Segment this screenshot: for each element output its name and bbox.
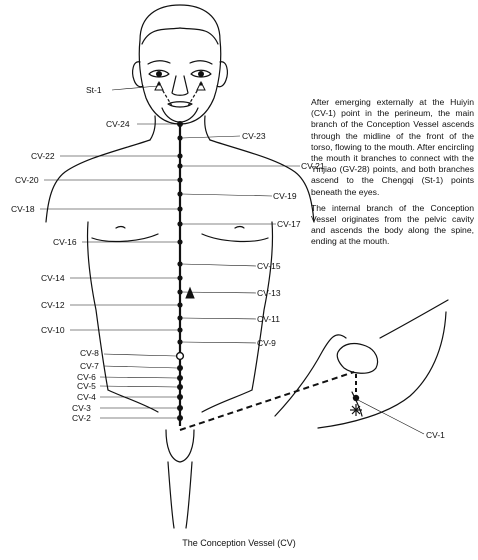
point-cv9 [177,339,183,345]
label-cv22: CV-22 [31,151,55,161]
point-cv18 [177,206,183,212]
label-cv10: CV-10 [41,325,65,335]
label-cv13: CV-13 [257,288,281,298]
internal-branch-line [179,371,355,431]
left-hip [107,389,159,413]
label-cv4: CV-4 [77,392,96,402]
left-eye [148,69,170,78]
point-cv3 [177,405,183,411]
chest-left [91,233,159,243]
point-cv15 [177,261,183,267]
right-shoulder-arm [209,139,315,223]
point-cv6 [177,375,183,381]
right-eye [190,69,212,78]
point-st1-right [199,82,203,86]
acupoints [157,82,360,421]
label-cv14: CV-14 [41,273,65,283]
label-cv6: CV-6 [77,372,96,382]
label-cv11: CV-11 [257,314,280,324]
perineum-curve [351,391,363,417]
point-cv8 [175,351,185,361]
arrow-up-icon [196,80,206,91]
label-cv8: CV-8 [80,348,99,358]
point-cv17 [177,221,183,227]
label-cv12: CV-12 [41,300,65,310]
label-cv7: CV-7 [80,361,99,371]
label-cv9: CV-9 [257,338,276,348]
point-cv23 [177,135,183,141]
point-cv20 [177,177,183,183]
right-eyebrow [189,60,213,65]
point-cv7 [177,365,183,371]
label-cv21: CV-21 [301,161,325,171]
label-cv1: CV-1 [426,430,445,440]
cv1-star-icon [350,404,362,416]
label-cv24: CV-24 [106,119,130,129]
head-outline [138,4,222,125]
pelvis-outline-left [274,334,347,417]
pelvis-cavity [336,342,379,374]
label-cv5: CV-5 [77,381,96,391]
chest-right [201,233,269,243]
pelvis-side-view [274,299,449,429]
point-st1-left [157,82,161,86]
point-cv21 [177,163,183,169]
label-cv3: CV-3 [72,403,91,413]
buttock-curve [317,311,447,429]
right-hip [201,389,253,413]
neck-left [149,115,156,141]
point-cv12 [177,302,183,308]
label-cv20: CV-20 [15,175,39,185]
left-shoulder-arm [45,139,151,223]
point-cv11 [177,315,183,321]
point-cv2 [177,415,183,421]
label-cv19: CV-19 [273,191,297,201]
left-ear [132,61,144,88]
right-nipple [234,225,245,229]
facial-branch-right [187,85,201,107]
label-cv23: CV-23 [242,131,266,141]
label-st1: St-1 [86,85,102,95]
point-cv5 [177,384,183,390]
right-torso-side [251,221,274,391]
point-cv14 [177,275,183,281]
point-labels: St-1 CV-24 CV-23 CV-22 CV-21 CV-20 CV-19… [11,85,445,440]
leader-lines [40,85,425,435]
left-eyebrow [147,60,171,65]
point-cv19 [177,191,183,197]
label-cv17: CV-17 [277,219,301,229]
point-cv22 [177,153,183,159]
point-cv4 [177,394,183,400]
label-cv15: CV-15 [257,261,281,271]
pelvis-outline-right [379,299,449,339]
label-cv16: CV-16 [53,237,77,247]
left-leg [167,461,175,529]
flow-arrows [154,80,206,299]
body-figure [45,4,315,529]
point-cv16 [177,239,183,245]
description-text: After emerging externally at the Huiyin … [311,97,474,253]
right-ear [216,61,228,88]
point-cv10 [177,327,183,333]
figure-caption: The Conception Vessel (CV) [182,538,296,548]
label-cv18: CV-18 [11,204,35,214]
neck-right [204,115,211,141]
facial-branch-left [159,85,173,107]
genitals [165,429,195,463]
description-paragraph-1: After emerging externally at the Huiyin … [311,97,474,197]
arrow-up-icon [185,286,195,299]
left-nipple [115,225,126,229]
mouth [167,101,193,108]
point-cv24 [177,121,183,127]
label-cv2: CV-2 [72,413,91,423]
description-paragraph-2: The internal branch of the Conception Ve… [311,202,474,247]
right-leg [185,461,193,529]
nose [171,75,189,96]
beard [161,107,199,123]
point-cv13 [177,289,183,295]
left-torso-side [86,221,109,391]
hair-line [141,27,219,45]
point-cv1-marker [352,394,360,402]
